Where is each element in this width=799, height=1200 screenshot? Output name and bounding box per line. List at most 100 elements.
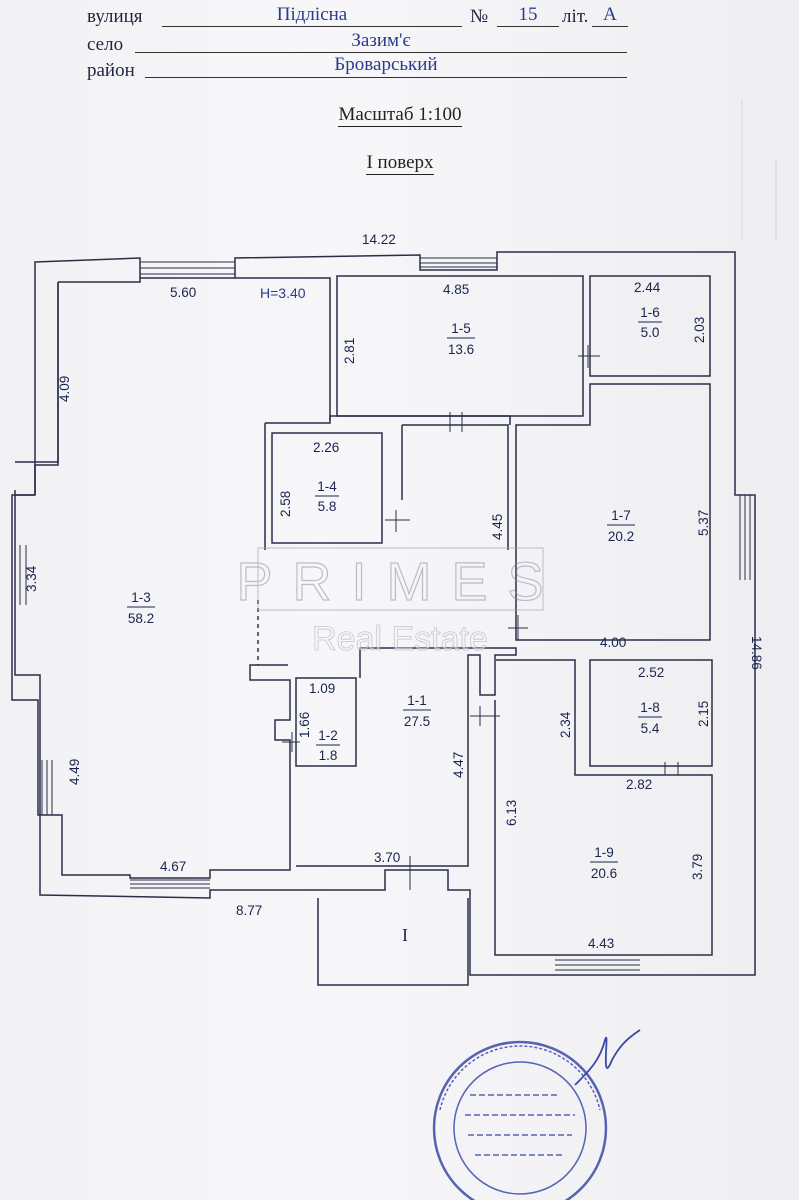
room-1-9-area: 20.6: [591, 866, 617, 881]
village-value: Зазим'є: [351, 30, 411, 51]
door-19: [470, 706, 500, 726]
number-label: №: [470, 6, 489, 27]
dim-r11-right: 4.47: [451, 752, 466, 778]
wall-room-12: [295, 677, 357, 767]
dim-r13-mid: 3.34: [24, 565, 39, 592]
dim-r12-left: 1.66: [297, 712, 312, 738]
room-1-1-area: 27.5: [404, 714, 430, 729]
street-label: вулиця: [87, 6, 143, 27]
dim-r13-left: 4.09: [57, 376, 72, 402]
dim-r18-top: 2.52: [638, 665, 664, 680]
wall-room-18: [589, 659, 713, 767]
dim-r13-low: 4.49: [67, 759, 82, 785]
window-top-left: [140, 261, 235, 275]
dim-r19-right: 3.79: [690, 854, 705, 880]
room-1-2-id: 1-2: [318, 728, 338, 743]
dim-r16-top: 2.44: [634, 280, 661, 295]
wall-room-16: [589, 275, 711, 377]
door-16: [578, 345, 600, 368]
dim-r14-top: 2.26: [313, 440, 339, 455]
background-lines: [741, 100, 777, 240]
outer-wall: [14, 251, 756, 976]
room-1-9: 1-9 20.6: [590, 845, 618, 881]
door-15: [449, 412, 463, 432]
room-1-3-area: 58.2: [128, 611, 154, 626]
room-1-4-id: 1-4: [317, 479, 337, 494]
door-12: [282, 732, 300, 752]
room-1-6: 1-6 5.0: [638, 305, 662, 340]
stamp-inner-text: [465, 1094, 575, 1156]
room-1-8: 1-8 5.4: [638, 700, 662, 736]
dim-r13-bottom: 4.67: [160, 859, 186, 874]
window-top-mid: [420, 257, 497, 268]
dim-bottom-total: 8.77: [236, 903, 262, 918]
wall-room-13-top: [14, 277, 331, 495]
dim-r17-right: 5.37: [696, 510, 711, 536]
street-underline: [162, 26, 462, 27]
door-17: [508, 615, 528, 640]
window-left-upper: [19, 545, 27, 605]
watermark-sub: Real Estate: [312, 620, 488, 658]
floor-caption: I поверх: [250, 152, 550, 175]
room-1-4-area: 5.8: [318, 499, 337, 514]
room-1-3: 1-3 58.2: [127, 590, 155, 626]
scale-text: Масштаб 1:100: [338, 104, 462, 127]
letter-value: А: [603, 4, 617, 25]
room-1-3-id: 1-3: [131, 590, 151, 605]
dim-r11-bottom: 3.70: [374, 850, 400, 865]
scale-caption: Масштаб 1:100: [250, 104, 550, 127]
dim-r15-left: 2.81: [342, 338, 357, 364]
street-value: Підлісна: [276, 4, 348, 25]
dim-r19-bottom: 4.43: [588, 936, 614, 951]
dim-r18-right: 2.15: [696, 701, 711, 727]
number-underline: [497, 26, 559, 27]
room-1-6-id: 1-6: [640, 305, 660, 320]
dim-r19-left: 6.13: [504, 800, 519, 826]
door-18: [664, 762, 679, 775]
window-bottom-left: [130, 879, 210, 889]
letter-underline: [592, 26, 628, 27]
wall-room-13: [11, 282, 291, 879]
district-value: Броварський: [334, 54, 438, 75]
floor-text: I поверх: [366, 152, 434, 175]
windows: [19, 257, 751, 971]
dimension-labels: 14.22 14.86 5.60 4.09 3.34 4.49 4.67 8.7…: [24, 232, 764, 951]
window-bottom-right: [555, 959, 640, 971]
porch-outline: [317, 898, 469, 986]
stamp-outer-ring: [432, 1040, 608, 1200]
dim-top-total: 14.22: [362, 232, 396, 247]
door-entrance: [400, 856, 420, 890]
room-1-7-area: 20.2: [608, 529, 634, 544]
plan-walls: [11, 251, 756, 986]
room-1-2: 1-2 1.8: [316, 728, 340, 763]
door-14: [385, 510, 410, 532]
stamp-ring-text: [439, 1045, 601, 1111]
room-1-5-id: 1-5: [451, 321, 471, 336]
room-1-4: 1-4 5.8: [315, 479, 339, 514]
stamp-inner-ring: [453, 1061, 587, 1195]
village-label: село: [87, 34, 124, 55]
porch-label: I: [402, 925, 408, 945]
dim-r13-top: 5.60: [170, 285, 196, 300]
height-label: H=3.40: [260, 285, 306, 301]
wall-room-19: [494, 659, 713, 956]
dim-r15-top: 4.85: [443, 282, 469, 297]
room-1-7: 1-7 20.2: [607, 508, 635, 544]
room-1-9-id: 1-9: [594, 845, 614, 860]
doors: [282, 345, 679, 890]
dim-r19-left-top: 2.34: [558, 711, 573, 738]
window-right: [739, 495, 751, 580]
dim-r16-right: 2.03: [692, 317, 707, 343]
wall-corridor: [264, 415, 511, 550]
letter-label: літ.: [562, 6, 589, 27]
dim-r17-bottom: 4.00: [600, 635, 626, 650]
district-label: район: [87, 60, 135, 81]
room-1-1: 1-1 27.5: [403, 693, 431, 729]
room-1-8-id: 1-8: [640, 700, 660, 715]
village-underline: [135, 52, 627, 53]
room-1-5-area: 13.6: [448, 342, 474, 357]
room-1-2-area: 1.8: [319, 748, 338, 763]
dim-r18-bottom: 2.82: [626, 777, 652, 792]
wall-room-17: [515, 383, 711, 641]
